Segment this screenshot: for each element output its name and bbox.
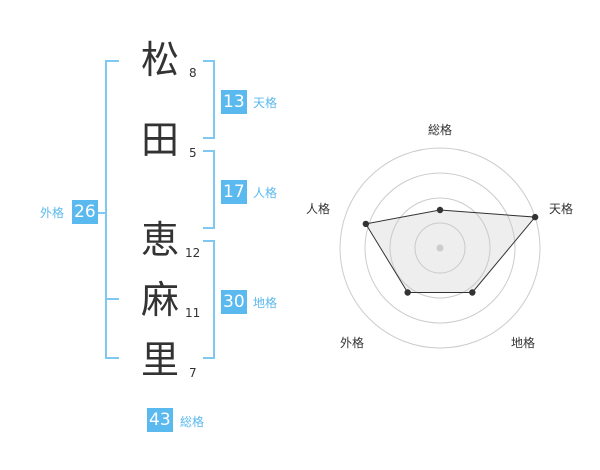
chikaku-value: 30 (221, 290, 247, 314)
name-char-1: 松 (140, 38, 179, 82)
gaikaku-label: 外格 (40, 206, 65, 220)
gaikaku-connector (96, 212, 106, 214)
radar-label-tenkaku: 天格 (549, 202, 574, 216)
radar-point-1 (436, 206, 444, 214)
gaikaku-bracket-tick (105, 298, 119, 300)
soukaku-label: 総格 (180, 415, 205, 429)
radar-ring (339, 147, 541, 349)
radar-point-4 (404, 289, 411, 296)
name-char-3: 恵 (140, 218, 179, 262)
radar-center (436, 244, 444, 252)
radar-point-3 (469, 289, 476, 296)
name-char-2: 田 (140, 118, 179, 162)
radar-label-soukaku: 総格 (428, 123, 453, 137)
radar-polygon (364, 209, 537, 293)
tenkaku-bracket (203, 60, 215, 139)
gaikaku-value: 26 (72, 200, 98, 224)
radar-label-jinkaku: 人格 (306, 202, 331, 216)
jinkaku-value: 17 (221, 180, 247, 204)
name-char-4: 麻 (140, 278, 179, 322)
stroke-count-1: 8 (189, 66, 197, 80)
tenkaku-value: 13 (221, 90, 247, 114)
radar-ring (389, 197, 491, 299)
radar-ring (414, 222, 466, 274)
soukaku-value: 43 (147, 408, 173, 432)
name-char-5: 里 (140, 338, 179, 382)
tenkaku-label: 天格 (253, 96, 278, 110)
radar-ring (364, 172, 516, 324)
radar-label-gaikaku: 外格 (340, 336, 365, 350)
gaikaku-bracket (105, 60, 119, 359)
stroke-count-4: 11 (185, 306, 201, 320)
chikaku-bracket (203, 240, 215, 359)
jinkaku-bracket (203, 150, 215, 229)
chikaku-label: 地格 (253, 296, 278, 310)
stroke-count-2: 5 (189, 146, 197, 160)
radar-point-5 (362, 220, 370, 228)
stroke-count-3: 12 (185, 246, 201, 260)
jinkaku-label: 人格 (253, 186, 278, 200)
radar-label-chikaku: 地格 (511, 336, 536, 350)
radar-point-2 (531, 213, 539, 221)
stroke-count-5: 7 (189, 366, 197, 380)
